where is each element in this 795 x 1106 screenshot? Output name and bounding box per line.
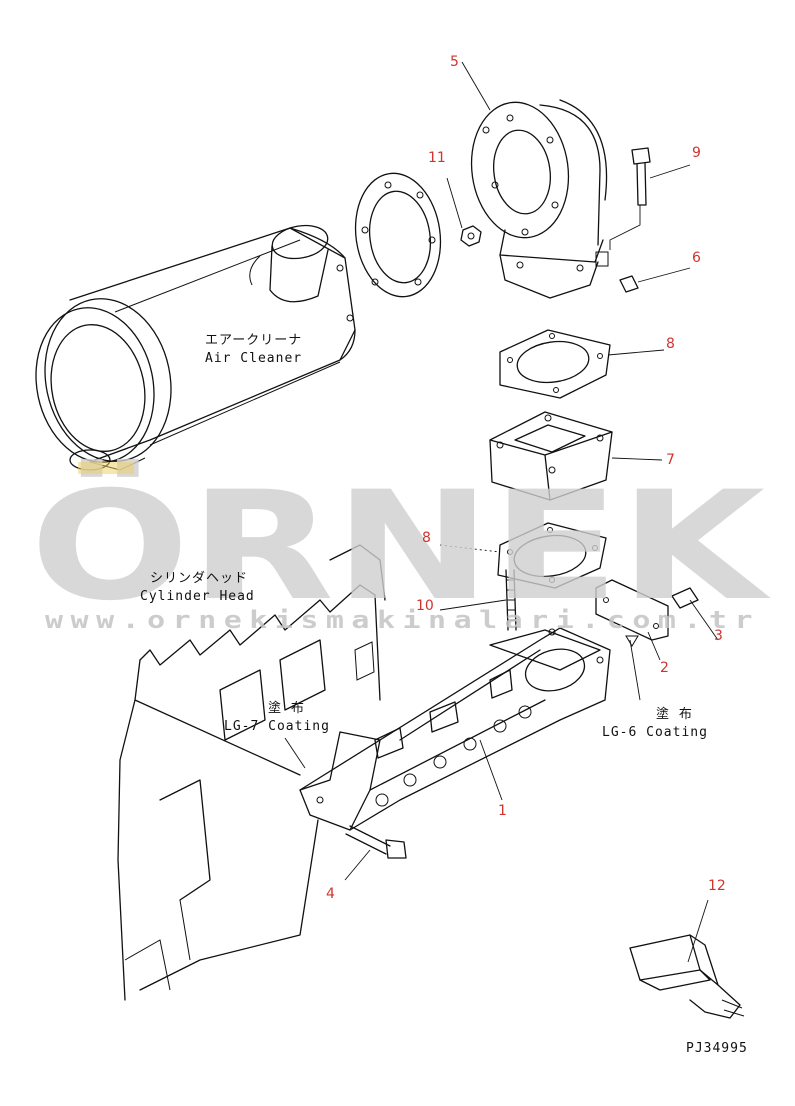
exhaust-manifold-part-1 (299, 627, 611, 831)
nut-part-11 (460, 225, 482, 247)
stud-part-10 (505, 569, 517, 631)
bolt-part-3 (671, 587, 699, 609)
callout-10: 10 (416, 598, 434, 614)
watermark-brand: ÖRNEK (30, 458, 771, 634)
callout-2: 2 (660, 660, 669, 676)
callout-8-lower: 8 (422, 530, 431, 546)
gasket-part-8-upper (499, 329, 611, 399)
callout-1: 1 (498, 803, 507, 819)
cover-plate-part-2 (595, 579, 669, 641)
drawing-number: PJ34995 (686, 1041, 748, 1056)
callout-6: 6 (692, 250, 701, 266)
callout-11: 11 (428, 150, 446, 166)
callout-7: 7 (666, 452, 675, 468)
callout-5: 5 (450, 54, 459, 70)
callout-3: 3 (714, 628, 723, 644)
spacer-part-7 (489, 411, 613, 501)
cylinder-head-label-en: Cylinder Head (140, 589, 255, 604)
air-cleaner-drawing (35, 224, 356, 471)
cylinder-head-label-jp: シリンダヘッド (150, 571, 248, 586)
elbow-part-5 (470, 99, 609, 299)
coating-label-jp-right: 塗 布 (656, 706, 693, 722)
callout-9: 9 (692, 145, 701, 161)
large-flange-gasket (354, 172, 442, 298)
air-cleaner-label-en: Air Cleaner (205, 351, 302, 366)
bolt-part-9 (609, 147, 651, 250)
watermark-url: www.ornekismakinalari.com.tr (45, 606, 760, 634)
callout-4: 4 (326, 886, 335, 902)
tube-part-12 (629, 934, 745, 1019)
coating-label-jp-left: 塗 布 (268, 700, 305, 716)
leader-lines (284, 61, 719, 963)
coating-label-lg6: LG-6 Coating (602, 725, 708, 740)
coating-label-lg7: LG-7 Coating (224, 719, 330, 734)
callout-12: 12 (708, 878, 726, 894)
cylinder-head-drawing (117, 544, 386, 1001)
watermark: ÖRNEK www.ornekismakinalari.com.tr (30, 458, 771, 634)
bolt-part-4 (345, 825, 407, 859)
gasket-part-8-lower (497, 522, 607, 589)
air-cleaner-label-jp: エアークリーナ (205, 333, 302, 348)
callout-8-upper: 8 (666, 336, 675, 352)
plug-part-6 (619, 275, 639, 293)
